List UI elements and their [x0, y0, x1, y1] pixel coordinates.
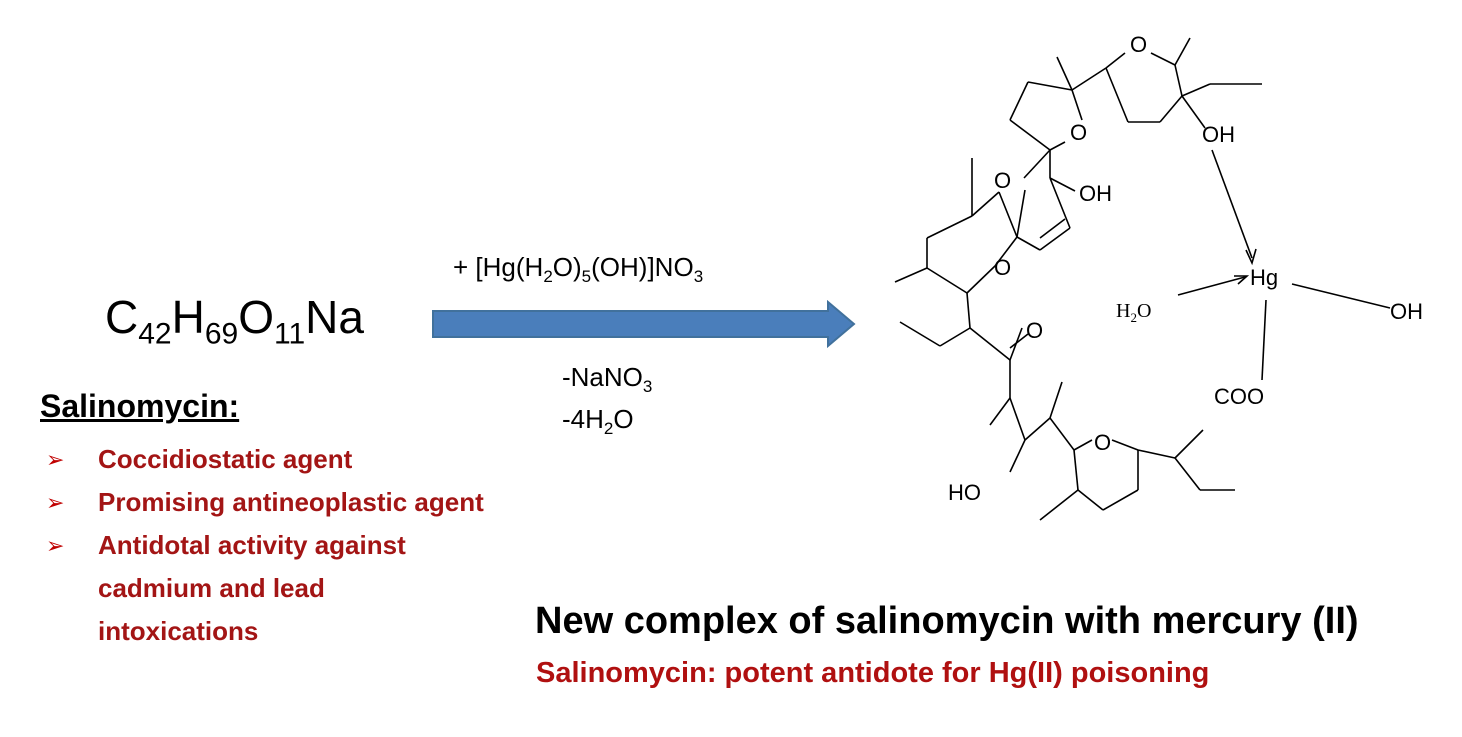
structure-bonds — [894, 37, 1391, 521]
oxygen-atom-label: O — [1026, 318, 1043, 343]
oxygen-atom-label: O — [994, 255, 1011, 280]
reagent-label: + [Hg(H2O)5(OH)]NO3 — [453, 252, 704, 286]
arrow-bullet-icon: ➢ — [46, 533, 65, 558]
arrow-bullet-icon: ➢ — [46, 447, 65, 472]
reaction-arrow-icon — [432, 300, 856, 349]
byproduct-label: -4H2O — [562, 404, 634, 438]
headline: New complex of salinomycin with mercury … — [535, 600, 1359, 642]
oxygen-atom-label: O — [1130, 32, 1147, 57]
structure-atom-labels: O O O O O O OH OH OH HO Hg H2O COO — [948, 32, 1423, 505]
mercury-atom-label: Hg — [1250, 265, 1278, 290]
oxygen-atom-label: O — [1094, 430, 1111, 455]
hydroxyl-label: OH — [1079, 181, 1112, 206]
complex-structure: O O O O O O OH OH OH HO Hg H2O COO — [894, 32, 1423, 521]
hydroxyl-label: OH — [1202, 122, 1235, 147]
water-ligand-label: H2O — [1116, 300, 1151, 325]
molecular-formula: C42H69O11Na — [105, 291, 364, 351]
hydroxyl-label: HO — [948, 480, 981, 505]
property-item: ➢Antidotal activity against cadmium and … — [42, 524, 492, 653]
property-item: ➢Coccidiostatic agent — [42, 438, 492, 481]
oxygen-atom-label: O — [994, 168, 1011, 193]
carboxylate-label: COO — [1214, 384, 1264, 409]
hydroxyl-label: OH — [1390, 299, 1423, 324]
substance-title: Salinomycin: — [40, 388, 240, 424]
subheadline: Salinomycin: potent antidote for Hg(II) … — [536, 657, 1210, 689]
byproduct-label: -NaNO3 — [562, 362, 653, 396]
property-item: ➢Promising antineoplastic agent — [42, 481, 492, 524]
arrow-bullet-icon: ➢ — [46, 490, 65, 515]
oxygen-atom-label: O — [1070, 120, 1087, 145]
property-list: ➢Coccidiostatic agent ➢Promising antineo… — [42, 438, 492, 653]
